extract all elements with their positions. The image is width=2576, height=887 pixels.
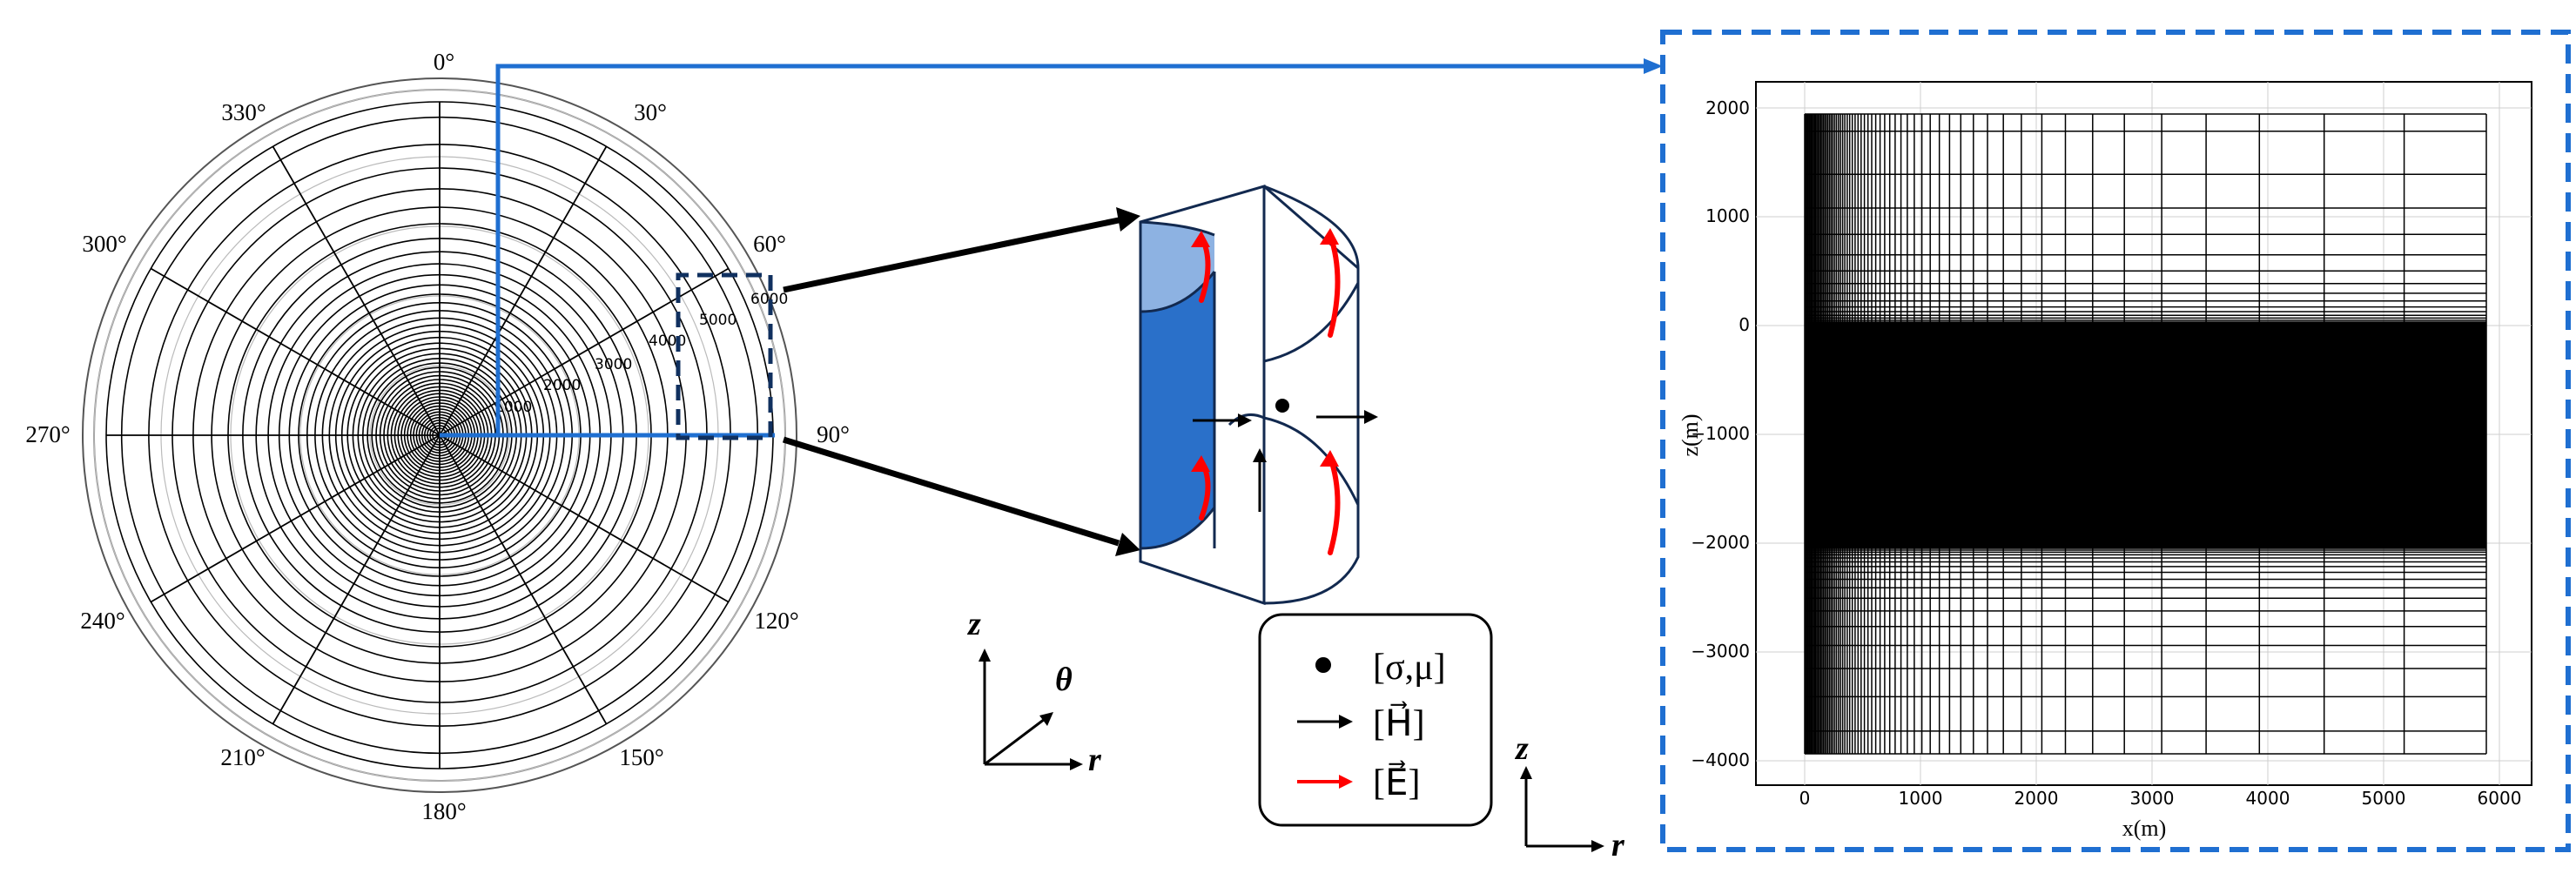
- legend-black-arrow-symbol: [1297, 715, 1353, 729]
- cell-element: [1139, 185, 1378, 606]
- highlight-connector-line: [495, 64, 1645, 435]
- radial-label-5000: 5000: [699, 312, 736, 329]
- mesh-y-tick: −2000: [1691, 532, 1750, 553]
- highlight-arrowhead: [1644, 58, 1663, 74]
- mesh-y-ticks: 2000 1000 0 −1000 −2000 −3000 −4000: [1691, 97, 1750, 770]
- polar-spoke: [272, 145, 441, 436]
- angle-label-270: 270°: [25, 421, 70, 447]
- triad-left-z-label: z: [966, 606, 981, 642]
- mesh-x-tick: 0: [1799, 788, 1811, 809]
- selection-box: [676, 272, 773, 440]
- highlight-connector: [440, 58, 1663, 438]
- angle-label-30: 30°: [634, 99, 667, 125]
- polar-outer-ring: [82, 77, 797, 793]
- angle-label-0: 0°: [434, 49, 454, 75]
- radial-label-4000: 4000: [649, 333, 686, 350]
- mesh-x-tick: 2000: [2014, 788, 2059, 809]
- mesh-x-axis-label: x(m): [2122, 816, 2167, 841]
- triad-right-r-label: r: [1611, 827, 1625, 863]
- triad-right-z-label: z: [1514, 730, 1529, 767]
- angle-label-120: 120°: [754, 608, 798, 634]
- mesh-y-tick: −4000: [1691, 749, 1750, 770]
- legend-dot-symbol: [1315, 657, 1331, 673]
- legend-label-h-field: [H⃗]: [1373, 701, 1425, 744]
- angle-label-180: 180°: [421, 798, 466, 824]
- axes-triad-left: [979, 648, 1083, 770]
- cell-center-dot: [1275, 399, 1289, 413]
- mesh-y-tick: 2000: [1705, 97, 1750, 118]
- mesh-x-tick: 5000: [2362, 788, 2406, 809]
- angle-label-90: 90°: [817, 421, 850, 447]
- triad-left-r-label: r: [1088, 742, 1102, 778]
- mesh-dense-band: [1805, 322, 2486, 548]
- legend-label-material: [σ,μ]: [1373, 648, 1446, 688]
- radial-label-1000: 1000: [494, 399, 532, 416]
- polar-spoke: [439, 434, 608, 725]
- angle-label-300: 300°: [82, 231, 126, 257]
- mesh-y-tick: 0: [1739, 314, 1750, 335]
- triad-left-theta-label: θ: [1055, 662, 1073, 698]
- angle-label-240: 240°: [80, 608, 124, 634]
- mesh-y-axis-label: z(m): [1678, 413, 1703, 456]
- polar-axis-gridline: [93, 89, 786, 782]
- legend-label-e-field: [E⃗]: [1373, 760, 1421, 803]
- polar-spoke: [272, 434, 441, 725]
- mesh-y-tick: 1000: [1705, 205, 1750, 226]
- polar-spoke: [439, 145, 608, 436]
- mesh-x-tick: 6000: [2478, 788, 2522, 809]
- radial-label-2000: 2000: [543, 377, 581, 394]
- axes-triad-right: [1520, 766, 1604, 852]
- mesh-x-tick: 4000: [2246, 788, 2290, 809]
- polar-angle-labels: 0° 30° 60° 90° 120° 150° 180° 210° 240° …: [25, 49, 850, 824]
- polar-spoke: [439, 434, 730, 603]
- angle-label-60: 60°: [753, 231, 786, 257]
- angle-label-150: 150°: [619, 744, 663, 770]
- legend: [σ,μ] [H⃗] [E⃗]: [1258, 613, 1493, 827]
- mesh-x-tick: 3000: [2130, 788, 2175, 809]
- polar-spoke: [150, 434, 441, 603]
- legend-red-arrow-symbol: [1297, 775, 1353, 789]
- radial-label-3000: 3000: [595, 356, 632, 373]
- mesh-y-tick: −3000: [1691, 641, 1750, 662]
- cell-blue-face: [1140, 272, 1214, 548]
- mesh-x-tick: 1000: [1899, 788, 1943, 809]
- zoom-arrows: [782, 207, 1140, 556]
- angle-label-330: 330°: [221, 99, 266, 125]
- angle-label-210: 210°: [220, 744, 265, 770]
- mesh-y-tick: −1000: [1691, 423, 1750, 444]
- mesh-x-ticks: 0 1000 2000 3000 4000 5000 6000: [1799, 788, 2522, 809]
- polar-spoke: [150, 267, 441, 436]
- mesh-grid: [1756, 82, 2532, 785]
